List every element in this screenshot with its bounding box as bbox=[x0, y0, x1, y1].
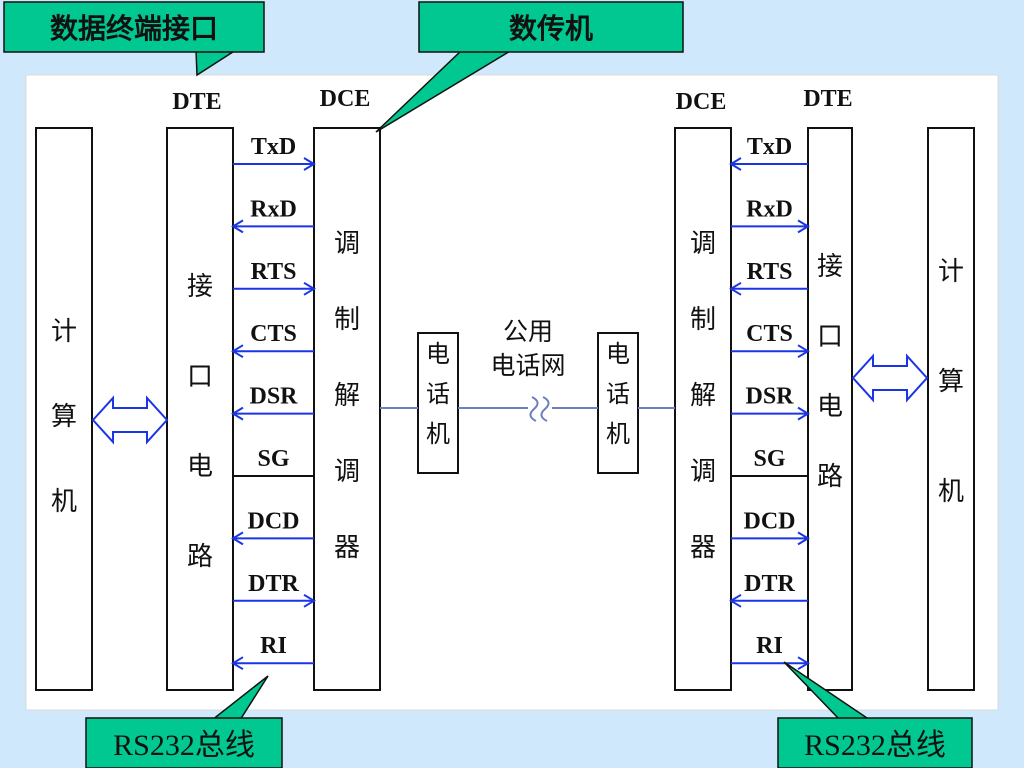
right-modem-label-char-4: 器 bbox=[690, 533, 716, 563]
arrowhead-right-dtr bbox=[729, 593, 742, 608]
left-modem-label-char-2: 解 bbox=[334, 381, 360, 411]
left-interface-label-char-3: 路 bbox=[187, 542, 213, 572]
dte-callout-text: 数据终端接口 bbox=[50, 12, 218, 45]
left-dce-label: DCE bbox=[320, 86, 371, 112]
right-bus-callout-text: RS232总线 bbox=[804, 729, 946, 762]
right-telephone-label-char-2: 机 bbox=[606, 420, 630, 448]
left-modem-label-char-0: 调 bbox=[334, 229, 360, 259]
right-telephone-box bbox=[597, 332, 639, 474]
right-telephone-label-char-1: 话 bbox=[606, 380, 630, 408]
arrowhead-left-txd bbox=[303, 157, 316, 171]
signal-label-right-dsr: DSR bbox=[745, 384, 794, 410]
modem-callout-text: 数传机 bbox=[509, 12, 593, 45]
left-dte-label: DTE bbox=[172, 89, 221, 115]
signal-label-left-txd: TxD bbox=[251, 134, 296, 160]
left-telephone-label-char-0: 电 bbox=[426, 340, 450, 368]
signal-label-right-cts: CTS bbox=[746, 321, 793, 347]
signal-label-right-rts: RTS bbox=[747, 259, 793, 285]
right-computer-label-char-1: 算 bbox=[938, 367, 964, 397]
right-modem-label-char-1: 制 bbox=[690, 305, 716, 335]
left-interface-label-char-0: 接 bbox=[187, 272, 213, 302]
left-computer-label-char-0: 计 bbox=[51, 317, 77, 347]
right-computer-label-char-0: 计 bbox=[938, 257, 964, 287]
left-interface-box bbox=[166, 127, 234, 691]
right-dce-label: DCE bbox=[676, 89, 727, 115]
dte-callout-pointer bbox=[195, 49, 239, 77]
right-modem-label-char-0: 调 bbox=[690, 229, 716, 259]
arrowhead-right-cts bbox=[797, 344, 810, 359]
arrowhead-left-dsr bbox=[231, 406, 244, 421]
signal-label-left-ri: RI bbox=[260, 633, 287, 659]
right-interface-label-char-2: 电 bbox=[817, 392, 843, 422]
arrowhead-left-dtr bbox=[303, 593, 316, 608]
left-modem-label-char-1: 制 bbox=[334, 305, 360, 335]
signal-label-left-dsr: DSR bbox=[249, 384, 298, 410]
arrowhead-left-cts bbox=[231, 344, 244, 359]
left-computer-label-char-1: 算 bbox=[51, 402, 77, 432]
right-modem-label-char-3: 调 bbox=[690, 457, 716, 487]
arrowhead-right-rts bbox=[729, 281, 742, 296]
left-modem-label-char-4: 器 bbox=[334, 533, 360, 563]
left-bus-callout-text: RS232总线 bbox=[113, 729, 255, 762]
right-interface-label-char-0: 接 bbox=[817, 252, 843, 282]
right-dte-label: DTE bbox=[803, 86, 852, 112]
arrowhead-left-rxd bbox=[231, 219, 244, 234]
arrowhead-right-rxd bbox=[797, 219, 810, 234]
signal-label-right-txd: TxD bbox=[747, 134, 792, 160]
left-telephone-box bbox=[417, 332, 459, 474]
right-interface-box bbox=[807, 127, 853, 691]
right-bus-callout-box bbox=[777, 717, 973, 768]
signal-label-left-rxd: RxD bbox=[250, 196, 297, 222]
signal-label-left-rts: RTS bbox=[251, 259, 297, 285]
line-break-symbol bbox=[529, 396, 550, 422]
arrowhead-left-rts bbox=[303, 281, 316, 296]
right-computer-label-char-2: 机 bbox=[938, 477, 964, 507]
right-bidirectional-arrow bbox=[851, 353, 929, 403]
right-interface-label-char-3: 路 bbox=[817, 462, 843, 492]
right-modem-label-char-2: 解 bbox=[690, 381, 716, 411]
signal-label-right-dcd: DCD bbox=[744, 508, 796, 534]
signal-label-left-cts: CTS bbox=[250, 321, 297, 347]
signal-label-right-sg: SG bbox=[753, 446, 785, 472]
left-interface-label-char-2: 电 bbox=[187, 452, 213, 482]
left-telephone-label-char-1: 话 bbox=[426, 380, 450, 408]
arrowhead-right-txd bbox=[729, 157, 742, 171]
arrowhead-left-dcd bbox=[231, 531, 244, 546]
dte-callout-box bbox=[3, 1, 265, 53]
left-computer-label-char-2: 机 bbox=[51, 487, 77, 517]
modem-callout-box bbox=[418, 1, 684, 53]
left-modem-box bbox=[313, 127, 381, 691]
left-bus-callout-box bbox=[85, 717, 283, 768]
arrowhead-right-dsr bbox=[797, 406, 810, 421]
network-label-line1: 公用 bbox=[503, 319, 553, 346]
left-telephone-label-char-2: 机 bbox=[426, 420, 450, 448]
arrowhead-right-ri bbox=[797, 656, 810, 671]
signal-label-left-sg: SG bbox=[257, 446, 289, 472]
right-telephone-label-char-0: 电 bbox=[606, 340, 630, 368]
left-interface-label-char-1: 口 bbox=[187, 362, 213, 392]
left-modem-label-char-3: 调 bbox=[334, 457, 360, 487]
right-computer-box bbox=[927, 127, 975, 691]
signal-label-left-dcd: DCD bbox=[248, 508, 300, 534]
arrowhead-left-ri bbox=[231, 656, 244, 671]
signal-label-right-rxd: RxD bbox=[746, 196, 793, 222]
left-bidirectional-arrow bbox=[91, 395, 169, 445]
signal-label-right-ri: RI bbox=[756, 633, 783, 659]
arrowhead-right-dcd bbox=[797, 531, 810, 546]
signal-label-left-dtr: DTR bbox=[248, 571, 299, 597]
right-interface-label-char-1: 口 bbox=[817, 322, 843, 352]
network-label-line2: 电话网 bbox=[490, 352, 565, 380]
right-modem-box bbox=[674, 127, 732, 691]
signal-label-right-dtr: DTR bbox=[744, 571, 795, 597]
left-computer-box bbox=[35, 127, 93, 691]
